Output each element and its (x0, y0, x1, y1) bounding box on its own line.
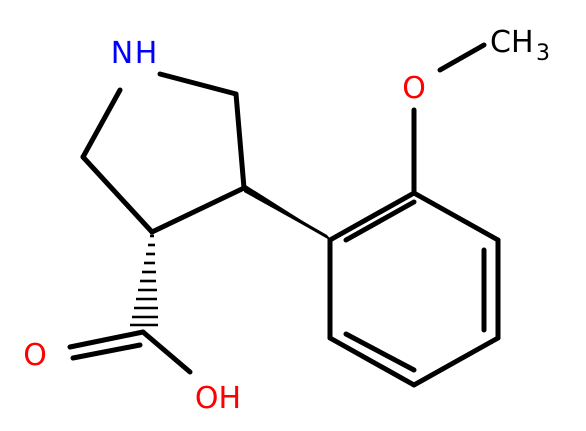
bond-c-o-double-1 (67, 329, 146, 350)
methyl-label: CH (490, 25, 534, 60)
bond-c3-c4 (149, 185, 247, 235)
benzene-ring (327, 190, 501, 388)
nitrogen-hydrogen-label: H (135, 36, 158, 71)
wedge-bond-aryl-fill (242, 186, 333, 242)
bond-o-ch3 (437, 42, 487, 73)
bond-c-oh (140, 329, 193, 375)
ether-oxygen-label: O (402, 71, 426, 106)
bond-inner-3 (343, 331, 417, 373)
bond-c5-n (80, 87, 123, 160)
bond-c-o-double-2 (70, 342, 143, 361)
bond-c2-c3 (233, 91, 247, 191)
bond-ar1-ar2 (327, 190, 417, 243)
hashed-bond-carboxyl (130, 234, 158, 327)
methoxy-group (411, 42, 487, 196)
pyrrolidine-ring (80, 71, 247, 235)
bond-ar4-ar5 (411, 335, 501, 388)
bond-c4-c5 (80, 154, 155, 235)
carboxyl-group (67, 329, 193, 375)
methyl-subscript: 3 (536, 41, 550, 66)
nitrogen-label: N (111, 36, 133, 71)
carbonyl-oxygen-label: O (23, 338, 47, 373)
bond-ar2-ar3 (411, 190, 501, 243)
bond-inner-1 (343, 199, 417, 243)
bond-n-c2 (157, 71, 239, 97)
bond-ar5-ar6 (327, 335, 417, 388)
hydroxyl-label: OH (195, 381, 241, 416)
